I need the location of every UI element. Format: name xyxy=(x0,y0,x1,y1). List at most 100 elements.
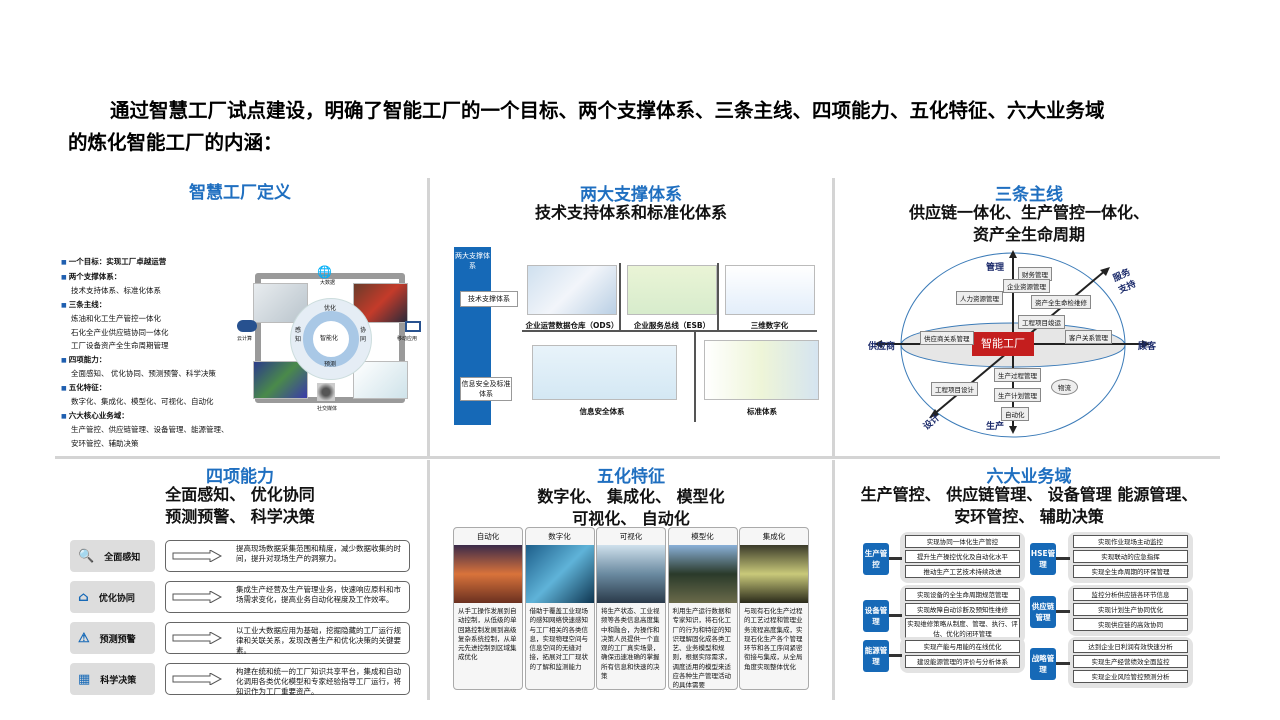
cooperate-label: 协同 xyxy=(360,327,367,343)
axis-management: 管理 xyxy=(986,263,1005,273)
feature-title: 数字化 xyxy=(548,532,571,541)
axis-production: 生产 xyxy=(986,422,1005,432)
box-automation: 自动化 xyxy=(1001,407,1029,421)
box-asset: 资产全生命检维修 xyxy=(1031,295,1091,309)
sense-label: 感知 xyxy=(295,327,302,343)
feature-title: 可视化 xyxy=(619,532,643,541)
security-standard-label: 信息安全及标准体系 xyxy=(460,377,512,401)
list-subitem: 工厂设备资产全生命周期管理 xyxy=(71,341,169,350)
capability-label: ⚠预测预警 xyxy=(70,622,155,654)
capability-name: 预测预警 xyxy=(99,634,136,645)
domain-item: 实现协同一体化生产管控 xyxy=(905,535,1020,548)
domain-item: 实现供应链的高效协同 xyxy=(1073,618,1188,631)
bigdata-label: 大数据 xyxy=(320,280,336,286)
smart-factory-center: 智能工厂 xyxy=(972,332,1034,356)
data-icon: ▦ xyxy=(78,671,91,687)
domain-item: 实现作业现场主动监控 xyxy=(1073,535,1188,548)
feature-text: 将生产状态、工业视频等各类信息高度集中和融合，为操作和决策人员提供一个直观的工厂… xyxy=(601,607,660,681)
domain-item: 实现生产经营绩效全面监控 xyxy=(1073,655,1188,668)
panel-subtitle: 技术支持体系和标准化体系 xyxy=(534,203,727,222)
capability-label: ⌂ 优化协同 xyxy=(70,581,155,613)
domain-label: HSE管理 xyxy=(1030,542,1056,575)
domain-item: 推动生产工艺技术持续改进 xyxy=(905,565,1020,578)
capability-description: 提高现场数据采集范围和精度，减少数据收集的时间，提升对现场生产的洞察力。 xyxy=(165,540,410,572)
connector xyxy=(1054,609,1070,613)
laptop-icon xyxy=(405,321,421,332)
feature-photo xyxy=(668,545,737,603)
list-heading: 三条主线： xyxy=(61,298,251,313)
domain-item: 实现产能与用能的在线优化 xyxy=(905,640,1020,653)
capability-description: 构建在统和统一的工厂知识共享平台，集成和自动化调用各类优化模型和专家经验指导工厂… xyxy=(165,663,410,696)
panel-three-main-lines: 三条主线 供应链一体化、生产管控一体化、 资产全生命周期 智能工厂 管理 生产 … xyxy=(838,175,1220,455)
domain-item: 实现联动的应急指挥 xyxy=(1073,550,1188,563)
feature-photo xyxy=(525,545,594,603)
heading-line1: 通过智慧工厂试点建设，明确了智能工厂的一个目标、两个支撑体系、三条主线、四项能力… xyxy=(110,99,1105,122)
home-icon: ⌂ xyxy=(78,589,89,605)
capability-description: 以工业大数据应用为基础，挖掘隐藏的工厂运行规律和关联关系，发现改善生产和优化决策… xyxy=(165,622,410,655)
domain-label: 战略管理 xyxy=(1030,647,1056,680)
domain-group: 监控分析供应链各环节信息实现计划生产协同优化实现供应链的高效协同 xyxy=(1068,585,1193,636)
list-subitem: 全面感知、 优化协同、预测预警、科学决策 xyxy=(71,369,216,378)
capability-label: 🔍全面感知 xyxy=(70,540,155,572)
domain-item: 实现全生命周期的环保管理 xyxy=(1073,565,1188,578)
panel-subtitle: 可视化、 自动化 xyxy=(572,509,690,528)
list-subitem: 安环管控、辅助决策 xyxy=(71,438,139,448)
cloud-icon xyxy=(237,320,257,332)
domain-item: 实现计划生产协同优化 xyxy=(1073,603,1188,616)
tech-support-label: 技术支撑体系 xyxy=(460,291,518,307)
3d-model-photo xyxy=(253,361,308,399)
feature-title: 自动化 xyxy=(476,532,500,541)
divider xyxy=(427,460,430,700)
axis-supplier: 供应商 xyxy=(868,342,896,352)
cloud-label: 云计算 xyxy=(237,336,253,342)
feature-title: 模型化 xyxy=(691,532,714,541)
panel-smart-factory-definition: 智慧工厂定义 一个目标：实现工厂卓越运营两个支撑体系：技术支持体系、标准化体系三… xyxy=(55,175,425,455)
domain-item: 监控分析供应链各环节信息 xyxy=(1073,588,1188,601)
panel-title: 五化特征 xyxy=(597,467,665,487)
list-subitem: 石化全产业供应链协同一体化 xyxy=(71,327,169,337)
feature-card: 集成化与现有石化生产过程的工艺过程和管理业务流程高度集成，实现石化生产各个管理环… xyxy=(739,527,809,690)
feature-card: 自动化从手工操作发展到自动控制，从低级的单回路控制发展到高级复杂系统控制，从单元… xyxy=(453,527,523,690)
ods-diagram xyxy=(527,265,617,315)
feature-text: 从手工操作发展到自动控制，从低级的单回路控制发展到高级复杂系统控制，从单元先进控… xyxy=(458,607,517,662)
esb-diagram xyxy=(627,265,717,315)
feature-text: 借助于覆盖工业现场的感知网络快速感知与工厂相关的各类信息，实现物理空间与信息空间… xyxy=(529,607,589,671)
domain-item: 提升生产操控优化及自动化水平 xyxy=(905,550,1020,563)
panel-subtitle: 数字化、 集成化、 模型化 xyxy=(537,487,725,506)
box-hr: 人力资源管理 xyxy=(956,291,1003,305)
3d-digital-diagram xyxy=(725,265,815,315)
box-project-design: 工程项目设计 xyxy=(931,382,978,396)
feature-text: 与现有石化生产过程的工艺过程和管理业务流程高度集成，实现石化生产各个管理环节和各… xyxy=(744,607,803,671)
divider xyxy=(832,178,835,458)
feature-text: 利用生产运行数据和专家知识，将石化工厂的行为和特征的知识理解固化成各类工艺、业务… xyxy=(672,607,732,690)
divider xyxy=(55,456,1220,459)
capability-text: 构建在统和统一的工厂知识共享平台，集成和自动化调用各类优化模型和专家经验指导工厂… xyxy=(236,667,401,696)
arrow-right-icon xyxy=(172,673,222,685)
caption-esb: 企业服务总线（ESB） xyxy=(633,321,711,330)
domain-item: 实现设备的全生命周期规范管理 xyxy=(905,588,1020,601)
social-network-icon xyxy=(317,383,335,401)
list-subitem: 炼油和化工生产管控一体化 xyxy=(71,314,161,323)
definition-list: 一个目标：实现工厂卓越运营两个支撑体系：技术支持体系、标准化体系三条主线：炼油和… xyxy=(61,255,251,450)
domain-label: 能源管理 xyxy=(863,640,889,672)
capability-text: 以工业大数据应用为基础，挖掘隐藏的工厂运行规律和关联关系，发现改善生产和优化决策… xyxy=(236,626,401,655)
panel-title: 两大支撑体系 xyxy=(580,185,682,205)
domain-label: 生产管控 xyxy=(863,542,889,575)
arrow-right-icon xyxy=(172,591,222,603)
globe-database-icon: 🌐 xyxy=(317,265,332,279)
optimize-label: 优化 xyxy=(324,305,337,312)
feature-card: 数字化借助于覆盖工业现场的感知网络快速感知与工厂相关的各类信息，实现物理空间与信… xyxy=(524,527,595,690)
box-srm: 供应商关系管理 xyxy=(920,331,974,345)
domain-group: 达到企业日利润有效快速分析实现生产经营绩效全面监控实现企业风险管控预测分析 xyxy=(1068,637,1193,688)
list-heading: 六大核心业务域： xyxy=(61,409,251,424)
feature-photo xyxy=(597,545,665,603)
capability-text: 集成生产经营及生产管理业务，快速响应原料和市场需求变化，提高业务自动化程度及工作… xyxy=(236,585,401,604)
panel-subtitle: 预测预警、 科学决策 xyxy=(165,507,315,526)
arrow-right-icon xyxy=(172,632,222,644)
social-label: 社交媒体 xyxy=(317,406,338,412)
panel-title: 四项能力 xyxy=(206,467,274,487)
box-crm: 客户关系管理 xyxy=(1065,330,1112,344)
panel-title: 智慧工厂定义 xyxy=(189,183,291,203)
capability-name: 优化协同 xyxy=(98,593,135,604)
capability-text: 提高现场数据采集范围和精度，减少数据收集的时间，提升对现场生产的洞察力。 xyxy=(236,544,401,563)
